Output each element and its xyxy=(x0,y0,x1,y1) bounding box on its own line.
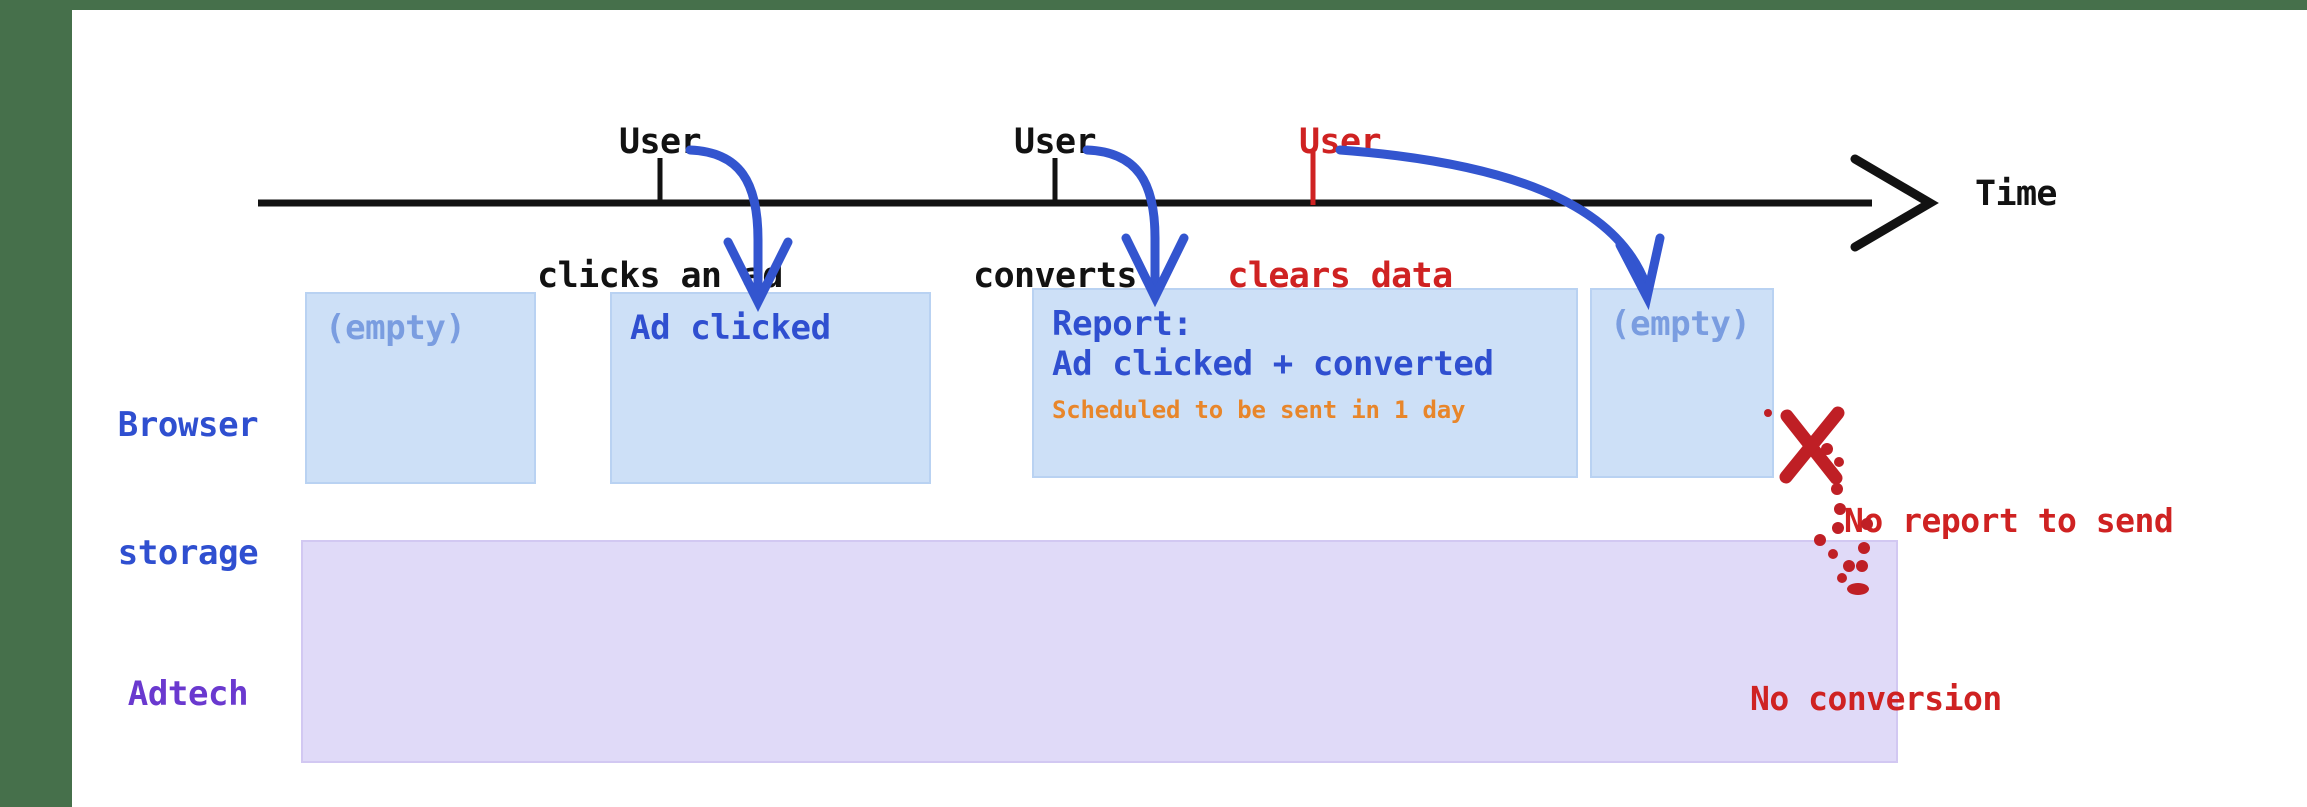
storage-box-report-body: Ad clicked + converted xyxy=(1052,344,1494,385)
row-label-adtech-line1: Adtech xyxy=(127,673,249,714)
storage-box-empty-1: (empty) xyxy=(305,292,536,484)
storage-box-report-title: Report: xyxy=(1052,304,1193,344)
storage-box-empty-2: (empty) xyxy=(1590,288,1774,478)
storage-box-ad-clicked-text: Ad clicked xyxy=(630,308,831,348)
annotation-no-conversion-line1: No conversion xyxy=(1750,679,2002,719)
row-label-browser-line1: Browser xyxy=(117,404,259,445)
axis-label-time: Time xyxy=(1975,174,2057,214)
timeline-label-click-line1: User xyxy=(619,121,701,162)
annotation-no-report-to-send: No report to send xyxy=(1844,412,2174,630)
annotation-no-conversion-reported: No conversion reported to adtech xyxy=(1750,590,2099,807)
adtech-server-box xyxy=(301,540,1898,763)
row-label-browser-storage: Browser storage xyxy=(88,318,288,661)
left-green-band xyxy=(0,0,72,807)
top-green-strip xyxy=(72,0,2307,10)
annotation-no-report-line1: No report to send xyxy=(1844,501,2174,541)
storage-box-ad-clicked: Ad clicked xyxy=(610,292,931,484)
storage-box-empty-2-text: (empty) xyxy=(1610,304,1751,344)
storage-box-report: Report: Ad clicked + converted Scheduled… xyxy=(1032,288,1578,478)
timeline-label-clear-line1: User xyxy=(1299,121,1381,162)
row-label-adtech-line2: server xyxy=(88,801,288,807)
timeline-label-convert-line1: User xyxy=(1014,121,1096,162)
storage-box-report-note: Scheduled to be sent in 1 day xyxy=(1052,396,1466,425)
storage-box-empty-1-text: (empty) xyxy=(325,308,466,348)
row-label-adtech-server: Adtech server xyxy=(88,587,288,807)
row-label-browser-line2: storage xyxy=(117,533,259,574)
